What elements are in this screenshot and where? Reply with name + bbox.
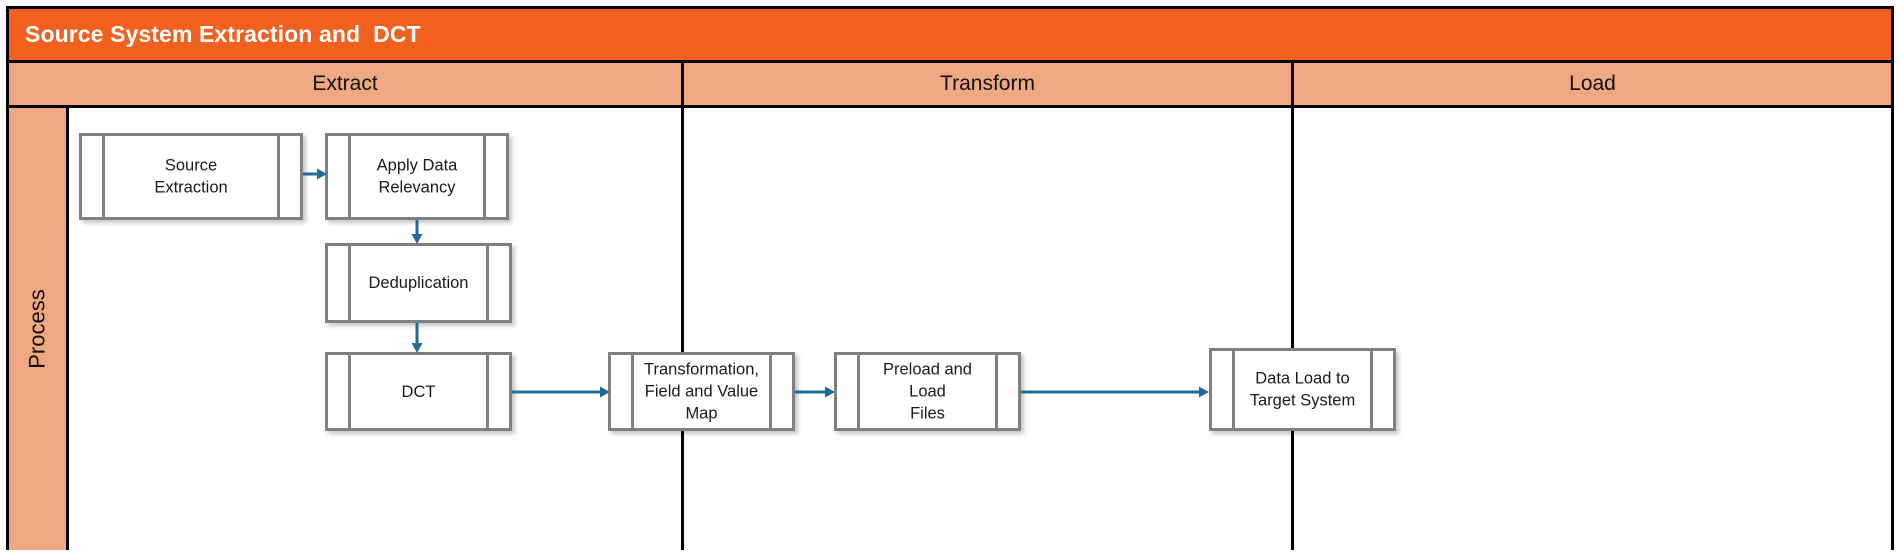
node-left-bar: [102, 136, 105, 217]
node-left-bar: [348, 355, 351, 428]
node-left-bar: [631, 355, 634, 428]
swimlane-label-process-text: Process: [24, 289, 50, 369]
phase-header-transform: Transform: [684, 63, 1291, 105]
phase-divider-1: [681, 63, 684, 105]
phase-divider-2: [1291, 63, 1294, 105]
node-right-bar: [486, 246, 489, 320]
node-dct-label: DCT: [401, 382, 436, 401]
node-left-bar: [348, 246, 351, 320]
node-source-extraction-label: Source Extraction: [154, 156, 228, 197]
phase-header-load-label: Load: [1569, 72, 1616, 95]
phase-header-row: Extract Transform Load: [9, 63, 1891, 108]
node-deduplication-label: Deduplication: [368, 273, 469, 292]
node-right-bar: [486, 355, 489, 428]
node-transformation-field-value-map[interactable]: Transformation, Field and Value Map: [608, 352, 795, 431]
node-left-bar: [1232, 351, 1235, 428]
node-right-bar: [1370, 351, 1373, 428]
node-transformation-field-value-map-label: Transformation, Field and Value Map: [644, 360, 759, 423]
diagram-frame: Source System Extraction and DCT Extract…: [6, 6, 1894, 550]
column-divider-extract-transform: [681, 108, 684, 550]
node-right-bar: [769, 355, 772, 428]
node-right-bar: [995, 355, 998, 428]
diagram-title-bar: Source System Extraction and DCT: [9, 9, 1891, 63]
node-data-load-to-target-system[interactable]: Data Load to Target System: [1209, 348, 1396, 431]
node-preload-and-load-files-label: Preload and Load Files: [883, 360, 972, 423]
node-preload-and-load-files[interactable]: Preload and Load Files: [834, 352, 1021, 431]
phase-header-extract-label: Extract: [312, 72, 378, 95]
node-dct[interactable]: DCT: [325, 352, 512, 431]
node-source-extraction[interactable]: Source Extraction: [79, 133, 303, 220]
node-right-bar: [483, 136, 486, 217]
column-divider-transform-load: [1291, 108, 1294, 550]
node-apply-data-relevancy-label: Apply Data Relevancy: [376, 156, 458, 197]
swimlane-body: Source Extraction Apply Data Relevancy D…: [69, 108, 1891, 550]
connector-transformation-map-to-preload-load-files: [795, 384, 837, 400]
connector-preload-load-files-to-data-load-target: [1021, 384, 1211, 400]
node-left-bar: [857, 355, 860, 428]
diagram-title: Source System Extraction and DCT: [25, 21, 421, 47]
node-right-bar: [277, 136, 280, 217]
phase-header-extract: Extract: [9, 63, 681, 105]
swimlane-label-process: Process: [9, 108, 69, 550]
connector-deduplication-to-dct: [409, 323, 425, 355]
node-data-load-to-target-system-label: Data Load to Target System: [1249, 369, 1356, 410]
phase-header-load: Load: [1294, 63, 1891, 105]
node-apply-data-relevancy[interactable]: Apply Data Relevancy: [325, 133, 509, 220]
node-left-bar: [348, 136, 351, 217]
node-deduplication[interactable]: Deduplication: [325, 243, 512, 323]
phase-header-transform-label: Transform: [940, 72, 1035, 95]
connector-dct-to-transformation-map: [512, 384, 612, 400]
